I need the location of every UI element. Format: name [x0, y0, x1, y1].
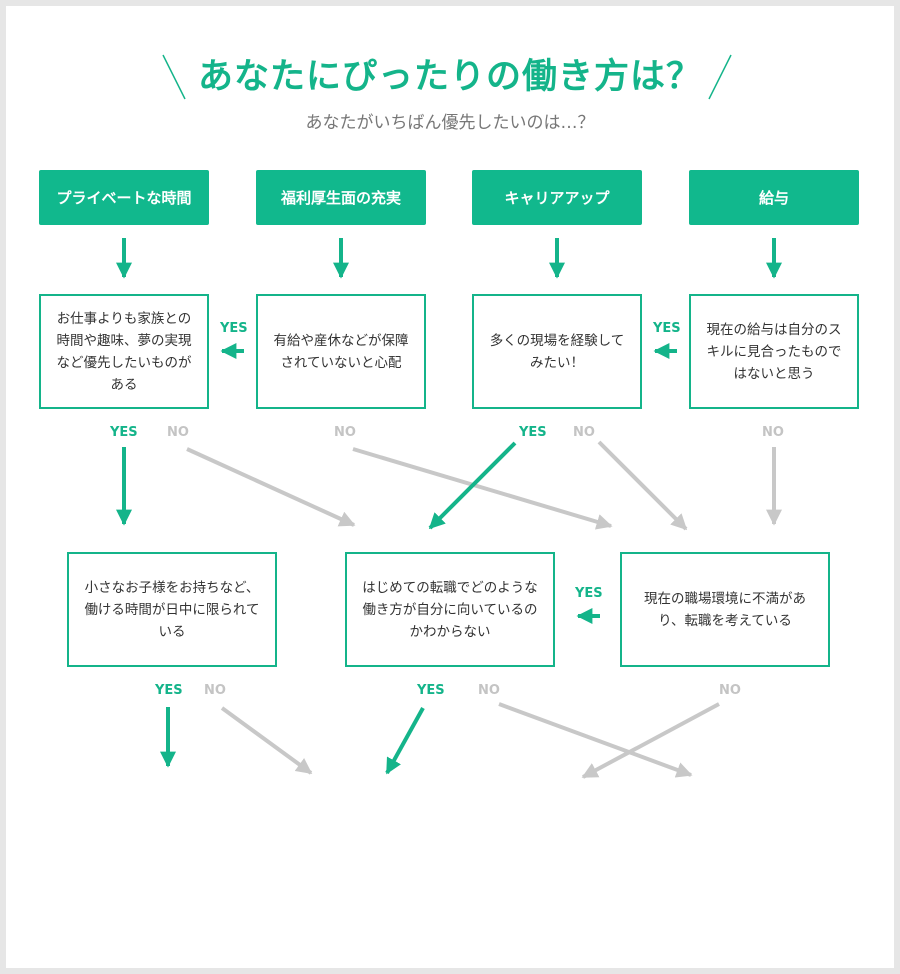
category-career-up: キャリアアップ	[472, 170, 642, 225]
yes-label: YES	[653, 321, 681, 336]
arrow-q3-yes	[428, 441, 517, 530]
arrow-q5-no	[220, 706, 313, 775]
category-private-time: プライベートな時間	[39, 170, 209, 225]
yes-label: YES	[575, 586, 603, 601]
arrow-q2-no	[352, 447, 613, 530]
page-subtitle: あなたがいちばん優先したいのは…？	[305, 113, 595, 133]
arrow-q6-no	[498, 702, 693, 778]
no-label: NO	[762, 425, 784, 440]
yes-label: YES	[155, 683, 183, 698]
question-box-1: お仕事よりも家族との時間や趣味、夢の実現など優先したいものがある	[39, 294, 209, 409]
page-background	[6, 6, 894, 968]
title-slash-left	[162, 54, 186, 100]
no-label: NO	[167, 425, 189, 440]
arrow-q3-no	[597, 440, 688, 531]
no-label: NO	[719, 683, 741, 698]
arrow-q7-no	[581, 702, 720, 779]
yes-label: YES	[110, 425, 138, 440]
no-label: NO	[334, 425, 356, 440]
yes-label: YES	[417, 683, 445, 698]
category-salary: 給与	[689, 170, 859, 225]
question-box-3: 多くの現場を経験してみたい！	[472, 294, 642, 409]
question-box-2: 有給や産休などが保障されていないと心配	[256, 294, 426, 409]
arrow-q6-yes	[385, 707, 425, 775]
no-label: NO	[573, 425, 595, 440]
no-label: NO	[478, 683, 500, 698]
no-label: NO	[204, 683, 226, 698]
question-box-6: はじめての転職でどのような働き方が自分に向いているのかわからない	[345, 552, 555, 667]
title-slash-right	[708, 54, 732, 100]
question-box-7: 現在の職場環境に不満があり、転職を考えている	[620, 552, 830, 667]
page-title: あなたにぴったりの働き方は？	[197, 57, 702, 97]
yes-label: YES	[519, 425, 547, 440]
question-box-4: 現在の給与は自分のスキルに見合ったものではないと思う	[689, 294, 859, 409]
arrow-q1-no	[186, 447, 356, 527]
question-box-5: 小さなお子様をお持ちなど、働ける時間が日中に限られている	[67, 552, 277, 667]
yes-label: YES	[220, 321, 248, 336]
category-benefits: 福利厚生面の充実	[256, 170, 426, 225]
